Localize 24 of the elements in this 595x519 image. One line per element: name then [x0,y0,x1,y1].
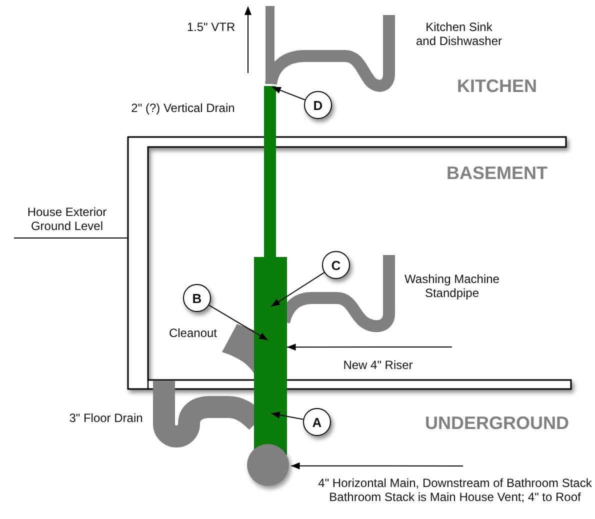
pipe-label: 2" (?) Vertical Drain [131,101,235,115]
fixture-label: 3" Floor Drain [69,411,143,425]
ground-level-label: House Exterior Ground Level [26,205,108,233]
area-label: BASEMENT [446,163,548,183]
area-label: KITCHEN [457,76,537,96]
callout-circle: D [304,91,332,119]
drain-pipe [264,86,276,258]
leader-arrow [290,462,464,470]
leader-arrow [208,304,268,341]
callout-circle: B [183,284,211,312]
fixture-label: Kitchen Sink and Dishwasher [415,20,503,48]
fixture-label: Washing Machine Standpipe [404,272,500,300]
riser-pipe [254,257,287,455]
area-label: UNDERGROUND [425,413,569,433]
callout-circle: A [303,408,331,436]
main-pipe-end [247,444,289,486]
leader-arrow [270,412,304,420]
part-label: Cleanout [168,326,218,340]
callout-circle: C [322,251,350,279]
leader-arrow [286,344,452,351]
vent-label: 1.5" VTR [186,20,236,34]
leader-arrow [272,86,306,100]
leader-arrow [270,272,325,307]
edge-label: New 4" Riser [343,358,413,372]
